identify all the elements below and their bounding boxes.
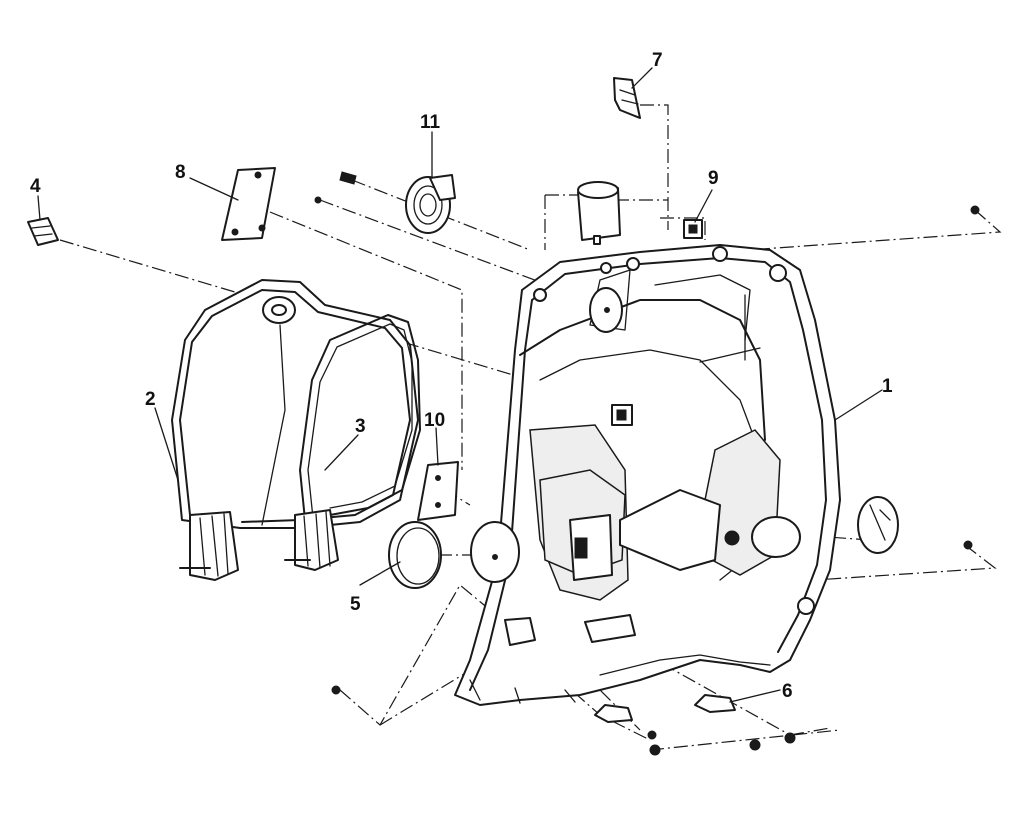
part-7-bracket — [613, 77, 641, 119]
side-cap — [857, 496, 899, 554]
part-1-inner-shield — [454, 244, 841, 706]
callout-2: 2 — [145, 389, 156, 410]
callout-10: 10 — [424, 410, 445, 431]
callout-3: 3 — [355, 416, 366, 437]
part-4-clip — [27, 217, 59, 246]
part-11-socket — [339, 171, 456, 234]
callout-4: 4 — [30, 176, 41, 197]
callout-labels: 1 2 3 4 5 6 7 8 9 10 11 — [30, 50, 893, 702]
callout-5: 5 — [350, 594, 361, 615]
callout-11: 11 — [420, 112, 441, 133]
part-10-bracket — [417, 461, 459, 521]
callout-1: 1 — [882, 376, 893, 397]
part-3-lid-frame — [284, 314, 421, 571]
part-8-plate — [221, 167, 276, 241]
callout-8: 8 — [175, 162, 186, 183]
part-6-brackets — [594, 694, 796, 756]
callout-9: 9 — [708, 168, 719, 189]
canister-part — [577, 181, 621, 245]
leader-lines — [37, 67, 883, 703]
screws — [314, 196, 980, 695]
part-9-clip — [683, 219, 703, 239]
part-5-round-cap — [388, 521, 442, 589]
callout-7: 7 — [652, 50, 663, 71]
callout-6: 6 — [782, 681, 793, 702]
